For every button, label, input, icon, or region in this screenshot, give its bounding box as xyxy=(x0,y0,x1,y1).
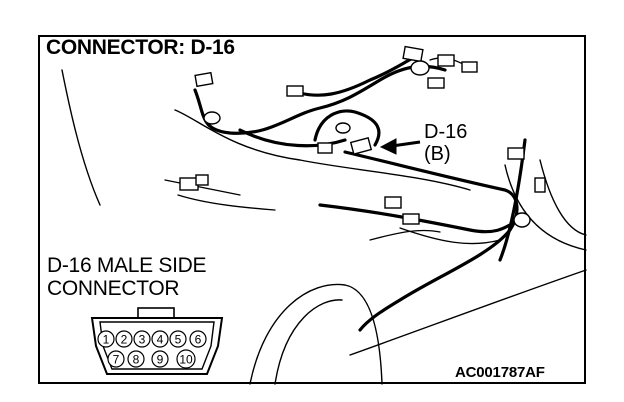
svg-text:4: 4 xyxy=(157,333,164,347)
pin-3: 3 xyxy=(133,330,151,348)
connector-d16 xyxy=(349,137,373,155)
connector-top-left xyxy=(194,71,214,88)
pin-6: 6 xyxy=(189,330,207,348)
pin-4: 4 xyxy=(151,330,169,348)
connector-side-label: D-16 MALE SIDE CONNECTOR xyxy=(47,254,206,300)
connector-left-2 xyxy=(195,174,209,186)
svg-text:9: 9 xyxy=(157,353,164,367)
body-line-lower xyxy=(349,269,587,356)
connector-top-5 xyxy=(427,77,445,89)
pin-1: 1 xyxy=(97,330,115,348)
connector-top-3 xyxy=(437,54,455,67)
body-line-right-2 xyxy=(539,159,587,236)
connector-right-2 xyxy=(534,177,546,193)
connector-top-2 xyxy=(402,45,424,63)
svg-text:6: 6 xyxy=(195,333,202,347)
harness-main-upper xyxy=(193,64,447,135)
grommet-center xyxy=(335,122,351,134)
svg-text:7: 7 xyxy=(113,353,120,367)
callout-arrow xyxy=(379,138,421,155)
wire-lower-right xyxy=(399,227,501,245)
wire-lower-left xyxy=(369,229,441,241)
connector-right-1 xyxy=(507,147,525,160)
diagram-title: CONNECTOR: D-16 xyxy=(46,36,235,59)
svg-text:5: 5 xyxy=(175,333,182,347)
harness-branch-top xyxy=(298,53,422,97)
pin-10: 10 xyxy=(176,349,196,369)
svg-text:2: 2 xyxy=(121,333,128,347)
connector-center-1 xyxy=(384,196,402,209)
wire-left-1 xyxy=(164,179,241,196)
grommet-left xyxy=(203,111,221,125)
connector-side-label-line2: CONNECTOR xyxy=(47,277,180,300)
svg-text:8: 8 xyxy=(133,353,140,367)
harness-lower-branch xyxy=(318,203,517,234)
wire-left-2 xyxy=(177,194,276,211)
connector-mid-1 xyxy=(317,142,333,154)
fender-arch-inner xyxy=(274,299,343,385)
svg-text:1: 1 xyxy=(103,333,110,347)
connector-top-1 xyxy=(286,85,304,97)
grommet-right xyxy=(513,212,531,228)
figure-code: AC001787AF xyxy=(455,364,545,381)
harness-to-connector xyxy=(238,128,347,148)
connector-top-4 xyxy=(461,61,478,73)
connector-center-2 xyxy=(402,213,420,225)
callout-label: D-16 (B) xyxy=(424,121,467,165)
callout-connector-color: (B) xyxy=(424,143,451,165)
svg-text:3: 3 xyxy=(139,333,146,347)
grommet-top xyxy=(410,60,430,76)
body-panel-left-edge xyxy=(61,69,101,206)
pin-8: 8 xyxy=(127,350,145,368)
fender-arch xyxy=(249,283,383,385)
svg-text:10: 10 xyxy=(179,353,193,367)
pin-2: 2 xyxy=(115,330,133,348)
pin-7: 7 xyxy=(107,350,125,368)
body-panel-left-curve xyxy=(174,109,471,191)
connector-side-label-line1: D-16 MALE SIDE xyxy=(47,254,207,277)
diagram-frame xyxy=(38,35,586,384)
pin-9: 9 xyxy=(151,350,169,368)
body-line-right-1 xyxy=(504,164,587,251)
harness-loop xyxy=(313,109,381,147)
pin-5: 5 xyxy=(169,330,187,348)
callout-connector-id: D-16 xyxy=(424,121,468,143)
